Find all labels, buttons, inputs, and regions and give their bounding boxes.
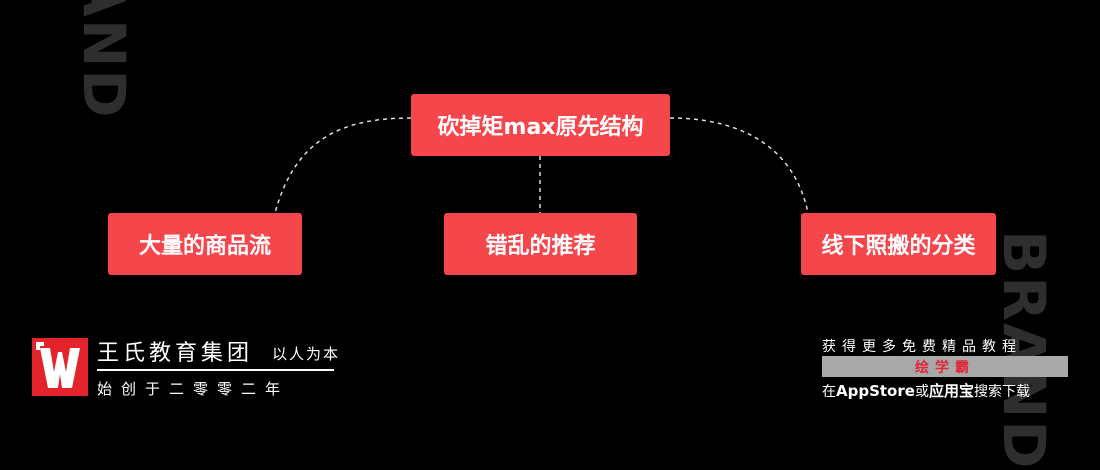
promo-appstore: AppStore xyxy=(836,382,915,400)
connector-lines xyxy=(274,117,809,214)
brand-logo-icon xyxy=(32,338,88,396)
promo-download-line: 在AppStore或应用宝搜索下载 xyxy=(822,380,1030,401)
node-top-label: 砍掉矩max原先结构 xyxy=(437,115,644,140)
brand-name: 王氏教育集团 xyxy=(97,341,254,366)
promo-suffix: 搜索下载 xyxy=(973,384,1030,400)
node-middle: 错乱的推荐 xyxy=(444,213,637,275)
brand-since: 始创于二零零二年 xyxy=(97,380,290,398)
brand-slogan: 以人为本 xyxy=(272,345,341,363)
node-right-label: 线下照搬的分类 xyxy=(821,234,976,259)
promo-prefix: 在 xyxy=(822,384,836,400)
node-top: 砍掉矩max原先结构 xyxy=(411,94,670,156)
connector-top-left xyxy=(274,117,412,214)
connector-top-right xyxy=(669,117,809,214)
promo-bar xyxy=(822,356,1068,377)
promo-app-name: 绘学霸 xyxy=(915,360,975,376)
node-left: 大量的商品流 xyxy=(108,213,302,275)
node-left-label: 大量的商品流 xyxy=(138,234,271,259)
promo-yingyongbao: 应用宝 xyxy=(928,382,974,400)
promo-headline: 获得更多免费精品教程 xyxy=(822,339,1022,355)
node-middle-label: 错乱的推荐 xyxy=(485,234,596,259)
node-right: 线下照搬的分类 xyxy=(801,213,996,275)
promo-or: 或 xyxy=(914,384,929,400)
brand-divider xyxy=(97,369,334,371)
